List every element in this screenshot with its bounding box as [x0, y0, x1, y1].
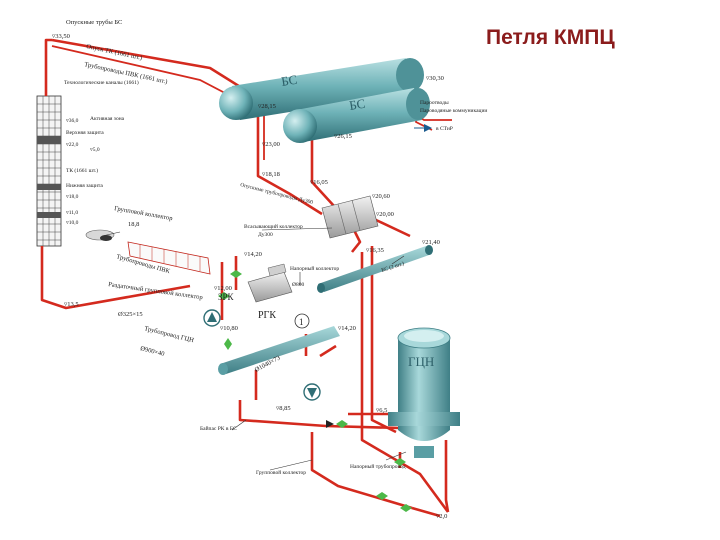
- label-gcn-pipe: Трубопровод ГЦН: [144, 325, 195, 344]
- label-zone-top: Верхняя защита: [66, 130, 104, 136]
- separator-drum-1: [219, 58, 424, 120]
- separator-drum-2: [283, 88, 430, 143]
- label-note: Ду300: [258, 232, 273, 238]
- valve-3-icon: [224, 338, 232, 350]
- valve-4-icon: [336, 420, 348, 428]
- label-separator-2: БС: [348, 96, 366, 113]
- label-zone-bottom: Нижняя защита: [66, 183, 103, 189]
- label-opusk-tk: Опуск ТК (1661 шт.): [86, 43, 143, 62]
- label-d325: Ø325×15: [118, 311, 143, 318]
- elev-21-40: ▿21,40: [422, 239, 440, 246]
- elev-13-5: ▿13,5: [64, 301, 79, 308]
- label-d800: Ø800: [292, 282, 304, 288]
- elev-18-8: 18,8: [128, 221, 139, 228]
- elev-28-15: ▿28,15: [258, 103, 276, 110]
- leader-lines: [101, 227, 407, 471]
- label-zrk: ЗРК: [218, 292, 235, 302]
- elev-top: ▿33,50: [52, 33, 70, 40]
- elev-30-30: ▿30,30: [426, 75, 444, 82]
- page-title: Петля КМПЦ: [486, 26, 615, 49]
- label-elev-col-1: ▿36,0: [66, 118, 79, 124]
- label-elev-col-3: ▿18,0: [66, 194, 79, 200]
- number-marker: [294, 313, 310, 329]
- label-rgk: РГК: [258, 310, 276, 321]
- elev-8-85: ▿8,85: [276, 405, 291, 412]
- reactor-core-column: [36, 95, 62, 247]
- label-elev-col-6: ▿5,0: [90, 147, 100, 153]
- elev-26-15: ▿26,15: [334, 133, 352, 140]
- group-collector: [321, 195, 379, 239]
- label-downpipes: Опускные трубопроводы Ду300: [240, 181, 315, 206]
- label-steam-vent: Пароотводы: [420, 100, 449, 106]
- elev-10-80: ▿10,80: [220, 325, 238, 332]
- label-to-turbine: в СТиР: [436, 126, 453, 132]
- label-d900: Ø900×40: [140, 345, 166, 358]
- flow-arrow-circle-1-icon: [203, 309, 221, 327]
- elev-14-20: ▿14,20: [338, 325, 356, 332]
- elev-16-05: ▿16,05: [310, 179, 328, 186]
- flow-arrow-circle-2-icon: [303, 383, 321, 401]
- valve-7-icon: [400, 504, 412, 512]
- label-core: Активная зона: [90, 116, 125, 122]
- label-collector: Групповой коллектор: [114, 205, 173, 222]
- steam-outlet-arrow-icon: [414, 124, 432, 132]
- pvk-fan: [127, 241, 211, 275]
- main-circulation-pump: [388, 327, 460, 458]
- valve-6-icon: [376, 492, 388, 500]
- label-elev-col-4: ▿11,0: [66, 210, 78, 216]
- elev-20-00: ▿20,00: [376, 211, 394, 218]
- label-opusk: Опускные трубы БС: [66, 19, 122, 26]
- label-separator-1: БС: [280, 72, 298, 89]
- elev-2-0: ▿2,0: [436, 513, 447, 520]
- label-steam-pipes: Пароводяные коммуникации: [420, 108, 487, 114]
- pressure-header: [218, 326, 340, 375]
- rgk-collector: [247, 263, 293, 303]
- elev-6-5: ▿6,5: [376, 407, 387, 414]
- label-tk-channels: Технологические каналы (1661): [64, 79, 139, 86]
- label-bypass: Байпас РК в БС: [200, 425, 237, 432]
- suction-header: [317, 245, 433, 293]
- elev-12-00: ▿12,00: [214, 285, 232, 292]
- label-pressure-pipe: Напорный трубопровод: [350, 463, 406, 470]
- elev-20-60: ▿20,60: [372, 193, 390, 200]
- elev-14-20-a: ▿14,20: [244, 251, 262, 258]
- label-pump: ГЦН: [408, 354, 434, 369]
- label-suction-pipe: Групповой коллектор: [256, 469, 306, 476]
- upper-collector: [85, 229, 115, 241]
- label-elev-col-2: ▿22,0: [66, 142, 79, 148]
- label-elev-col-5: ▿10,0: [66, 220, 79, 226]
- check-valve-icon: [326, 420, 334, 428]
- elev-16-35: ▿16,35: [366, 247, 384, 254]
- number-marker-label: 1: [299, 317, 304, 327]
- valve-2-icon: [218, 292, 230, 300]
- label-suction: Всасывающий коллектор: [244, 223, 303, 230]
- valve-5-icon: [394, 458, 406, 466]
- valve-1-icon: [230, 270, 242, 278]
- label-tk-rows: ТК (1661 шт.): [66, 167, 98, 174]
- elev-23-00: ▿23,00: [262, 141, 280, 148]
- label-pressure-header: Напорный коллектор: [290, 265, 339, 272]
- elev-18-18: ▿18,18: [262, 171, 280, 178]
